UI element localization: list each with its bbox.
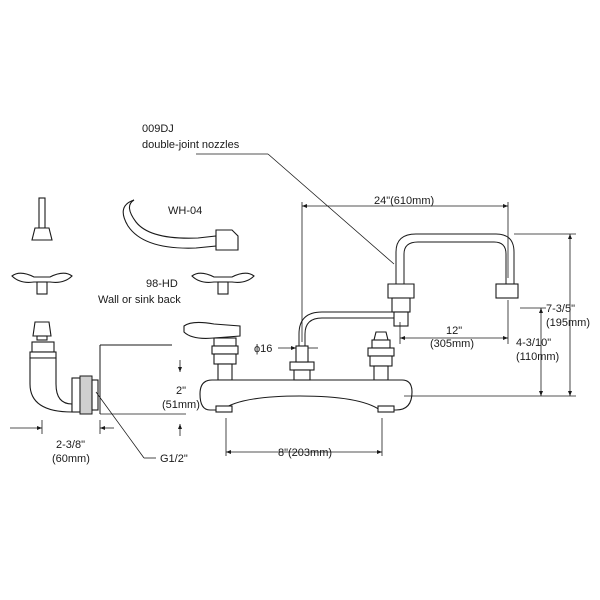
total-width-label: 24"(610mm) <box>374 195 434 207</box>
lever-handle-left <box>11 272 73 295</box>
mount-desc-label: Wall or sink back <box>98 294 181 306</box>
thread-leader-line <box>95 391 145 459</box>
swing-spout-lower <box>298 311 404 346</box>
spout-mount <box>289 345 315 381</box>
height-dimensions <box>404 233 576 397</box>
side-valve-body <box>29 341 99 415</box>
depth-mm-label: (51mm) <box>162 399 200 411</box>
center-dim-label: 8"(203mm) <box>278 447 332 459</box>
height-inlet-mm-label: (110mm) <box>516 351 559 363</box>
double-joint-spout <box>387 233 519 327</box>
faucet-body <box>199 379 413 413</box>
index-stem-drawing <box>31 197 53 241</box>
thread-label: G1/2" <box>160 453 188 465</box>
wrist-blade-handle <box>122 199 239 251</box>
lever-handle-center <box>191 272 255 295</box>
diameter-label: ϕ16 <box>254 343 272 355</box>
offset-mm-label: (60mm) <box>52 453 90 465</box>
spout-reach-dimension <box>399 300 509 344</box>
height-total-mm-label: (195mm) <box>546 317 590 329</box>
total-width-dimension <box>301 202 509 342</box>
offset-dimension <box>10 420 114 434</box>
nozzle-code-label: 009DJ <box>142 123 174 135</box>
spout-reach-mm-label: (305mm) <box>430 338 474 350</box>
mount-code-label: 98-HD <box>146 278 178 290</box>
nozzle-desc-label: double-joint nozzles <box>142 139 240 151</box>
offset-label: 2-3/8" <box>56 439 85 451</box>
handle-code-label: WH-04 <box>168 205 202 217</box>
height-total-label: 7-3/5" <box>546 303 575 315</box>
valve-cartridge-left <box>32 321 52 341</box>
main-left-valve <box>183 321 241 381</box>
depth-dimension <box>100 360 186 436</box>
nozzle-leader-line <box>267 153 395 265</box>
main-right-valve <box>367 331 395 381</box>
center-dimension <box>225 418 383 456</box>
diameter-dimension <box>278 346 318 350</box>
spout-reach-label: 12" <box>446 325 462 337</box>
depth-label: 2" <box>176 385 186 397</box>
height-inlet-label: 4-3/10" <box>516 337 551 349</box>
